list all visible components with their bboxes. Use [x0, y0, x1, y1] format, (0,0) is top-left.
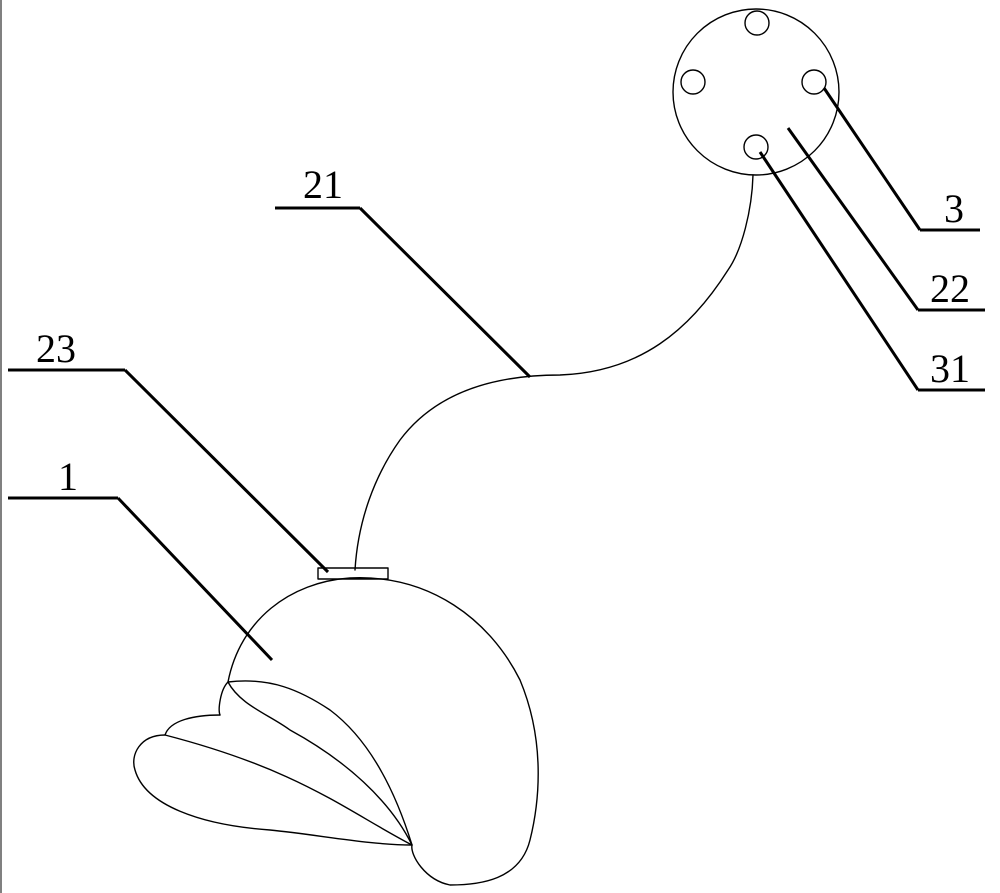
- cap-brim-upper: [165, 715, 412, 845]
- round-pad: [673, 9, 839, 175]
- label-23: 23: [36, 326, 76, 371]
- label-22: 22: [930, 266, 970, 311]
- pad-hole-left: [681, 70, 705, 94]
- leader-23: [125, 370, 328, 572]
- leader-31: [760, 152, 918, 390]
- leader-22: [788, 128, 918, 310]
- pad-outline: [673, 9, 839, 175]
- cap-inner-line: [219, 682, 228, 715]
- cable-wire: [355, 175, 753, 570]
- pad-hole-top: [745, 11, 769, 35]
- pad-hole-bottom: [744, 135, 768, 159]
- cap-brim-fold: [228, 681, 412, 845]
- leader-21: [360, 208, 530, 377]
- pad-hole-right: [802, 70, 826, 94]
- label-21: 21: [303, 162, 343, 207]
- leader-3: [824, 88, 920, 230]
- leader-1: [118, 498, 272, 660]
- cap-crown: [228, 578, 538, 885]
- cap-brim-lower: [134, 735, 412, 845]
- label-1: 1: [58, 454, 78, 499]
- cap-body: [134, 578, 538, 885]
- label-3: 3: [944, 186, 964, 231]
- leader-lines: [8, 88, 985, 660]
- label-31: 31: [930, 346, 970, 391]
